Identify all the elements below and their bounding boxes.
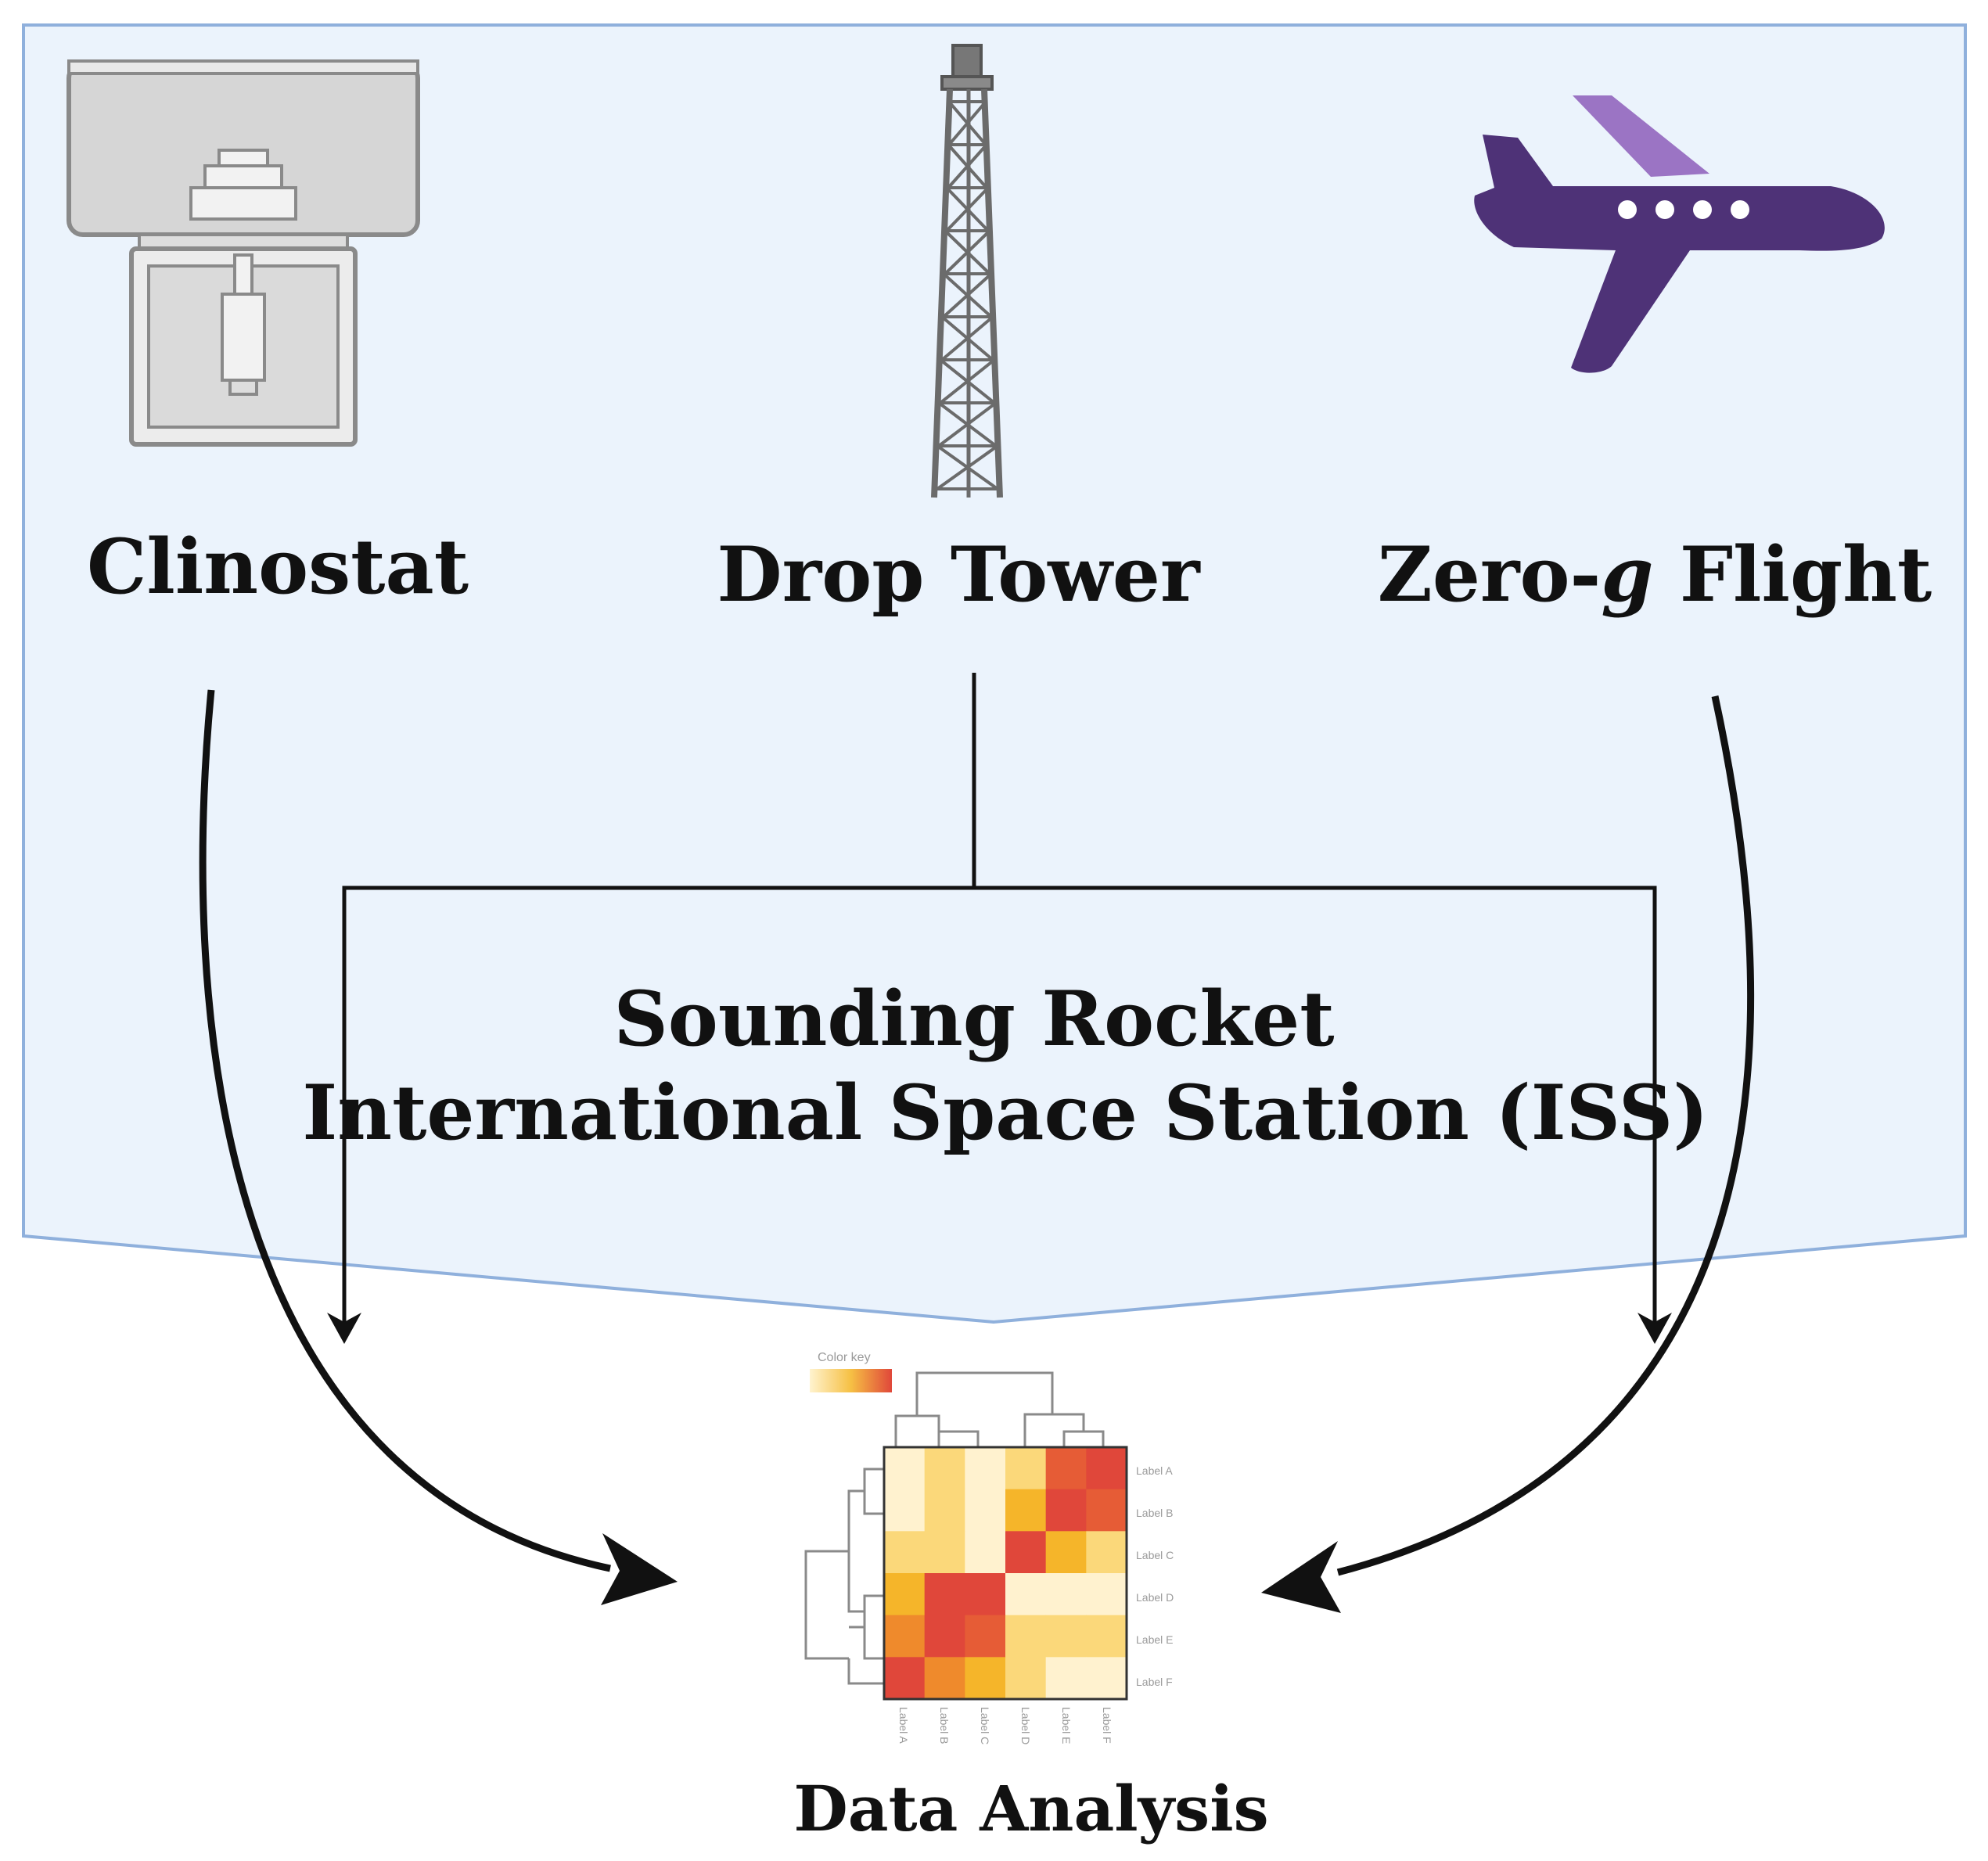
heatmap-cell xyxy=(1045,1447,1087,1490)
row-label: Label E xyxy=(1136,1633,1173,1646)
heatmap-cell xyxy=(884,1531,926,1574)
column-label: Label C xyxy=(979,1707,991,1744)
heatmap-cell xyxy=(965,1573,1006,1616)
heatmap-cell xyxy=(924,1531,965,1574)
column-label: Label B xyxy=(938,1707,951,1744)
background-panel xyxy=(22,23,1967,1324)
heatmap-column-labels: Label A Label B Label C Label D Label E … xyxy=(897,1707,1113,1744)
heatmap-cell xyxy=(1086,1489,1127,1532)
heatmap-cell xyxy=(1086,1573,1127,1616)
heatmap-cell xyxy=(924,1657,965,1700)
heatmap-cell xyxy=(1005,1447,1047,1490)
heatmap-cell xyxy=(1045,1489,1087,1532)
heatmap-cell xyxy=(1005,1615,1047,1658)
clinostat-arrowhead xyxy=(601,1533,678,1605)
sounding-rocket-label: Sounding Rocket xyxy=(613,975,1334,1063)
drop-tower-connector xyxy=(342,673,1657,1338)
airplane-icon xyxy=(1474,95,1885,373)
right-down-arrowhead xyxy=(1637,1313,1672,1344)
row-label: Label C xyxy=(1136,1549,1174,1561)
column-dendrogram xyxy=(894,1371,1105,1447)
column-label: Label E xyxy=(1060,1707,1073,1744)
heatmap-cell xyxy=(884,1657,926,1700)
heatmap-cell xyxy=(884,1447,926,1490)
heatmap-cell xyxy=(1086,1615,1127,1658)
heatmap-cell xyxy=(1005,1531,1047,1574)
heatmap-cell xyxy=(924,1573,965,1616)
heatmap-cell xyxy=(884,1489,926,1532)
heatmap-cell xyxy=(884,1615,926,1658)
heatmap-cell xyxy=(924,1615,965,1658)
clinostat-label: Clinostat xyxy=(87,523,469,611)
heatmap-cell xyxy=(1045,1657,1087,1700)
heatmap-cell xyxy=(1005,1489,1047,1532)
row-label: Label D xyxy=(1136,1591,1174,1604)
color-key-title: Color key xyxy=(818,1351,871,1364)
heatmap-cell xyxy=(965,1489,1006,1532)
heatmap-cell xyxy=(965,1447,1006,1490)
column-label: Label A xyxy=(897,1707,910,1744)
heatmap-cell xyxy=(1045,1531,1087,1574)
heatmap-cell xyxy=(1086,1657,1127,1700)
row-label: Label B xyxy=(1136,1507,1173,1519)
heatmap-cell xyxy=(965,1657,1006,1700)
heatmap-cell xyxy=(1045,1573,1087,1616)
data-analysis-label: Data Analysis xyxy=(793,1772,1268,1845)
heatmap-cell xyxy=(1005,1573,1047,1616)
heatmap-cell xyxy=(1005,1657,1047,1700)
drop-tower-label: Drop Tower xyxy=(717,530,1201,619)
clinostat-icon xyxy=(67,59,420,447)
row-dendrogram xyxy=(804,1468,884,1685)
heatmap-icon: Color key Label A Label B Label C La xyxy=(804,1351,1174,1744)
heatmap-row-labels: Label A Label B Label C Label D Label E … xyxy=(1136,1464,1174,1688)
drop-tower-icon xyxy=(931,44,1003,498)
zero-g-to-data-arrow xyxy=(1336,695,1755,1576)
heatmap-cell xyxy=(965,1531,1006,1574)
heatmap-cell xyxy=(884,1573,926,1616)
iss-label: International Space Station (ISS) xyxy=(302,1069,1708,1157)
heatmap-cell xyxy=(924,1447,965,1490)
heatmap-matrix xyxy=(884,1447,1127,1700)
heatmap-cell xyxy=(924,1489,965,1532)
row-label: Label A xyxy=(1136,1464,1173,1477)
color-key-bar xyxy=(810,1369,892,1392)
column-label: Label D xyxy=(1019,1707,1032,1744)
heatmap-cell xyxy=(1045,1615,1087,1658)
column-label: Label F xyxy=(1101,1707,1113,1744)
left-down-arrowhead xyxy=(327,1313,361,1344)
zero-g-arrowhead xyxy=(1261,1541,1341,1613)
heatmap-cell xyxy=(1086,1447,1127,1490)
row-label: Label F xyxy=(1136,1676,1173,1688)
zero-g-flight-label: Zero-g Flight xyxy=(1378,530,1932,619)
heatmap-cell xyxy=(1086,1531,1127,1574)
clinostat-to-data-arrow xyxy=(199,689,611,1572)
heatmap-cell xyxy=(965,1615,1006,1658)
